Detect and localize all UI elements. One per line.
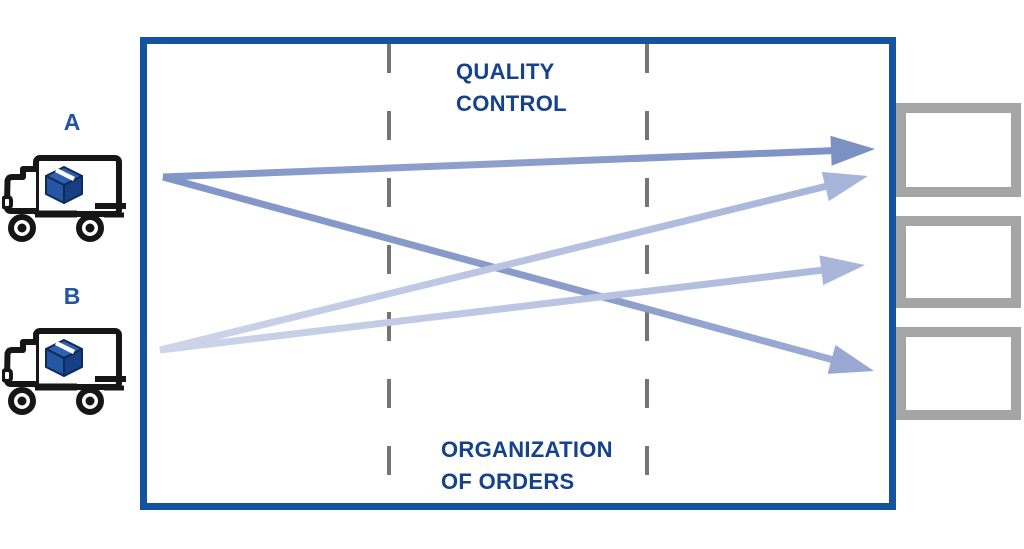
delivery-truck-a-icon [2, 151, 128, 246]
flow-arrow-a-to-output-slot-1 [162, 147, 834, 181]
flow-arrowhead [830, 135, 875, 166]
flow-arrow-b-to-output-slot-1 [159, 182, 829, 354]
truck-a-label: A [63, 109, 81, 135]
stage-label-quality-control: QUALITY CONTROL [456, 56, 567, 120]
stage-top-line2: CONTROL [456, 91, 567, 116]
flow-arrowhead [819, 255, 865, 286]
truck-b-label: B [63, 283, 81, 309]
delivery-truck-b-icon [2, 324, 128, 419]
flow-arrow-b-to-output-slot-2 [159, 266, 824, 354]
output-slot-3 [896, 327, 1021, 420]
output-slot-2 [896, 216, 1021, 308]
stage-bottom-line1: ORGANIZATION [441, 437, 613, 462]
stage-label-organization-of-orders: ORGANIZATION OF ORDERS [441, 434, 613, 498]
flow-arrowhead [827, 344, 874, 374]
stage-top-line1: QUALITY [456, 59, 555, 84]
stage-bottom-line2: OF ORDERS [441, 469, 575, 494]
flow-arrowhead [821, 171, 868, 202]
output-slot-1 [896, 103, 1021, 197]
process-box [140, 37, 896, 510]
